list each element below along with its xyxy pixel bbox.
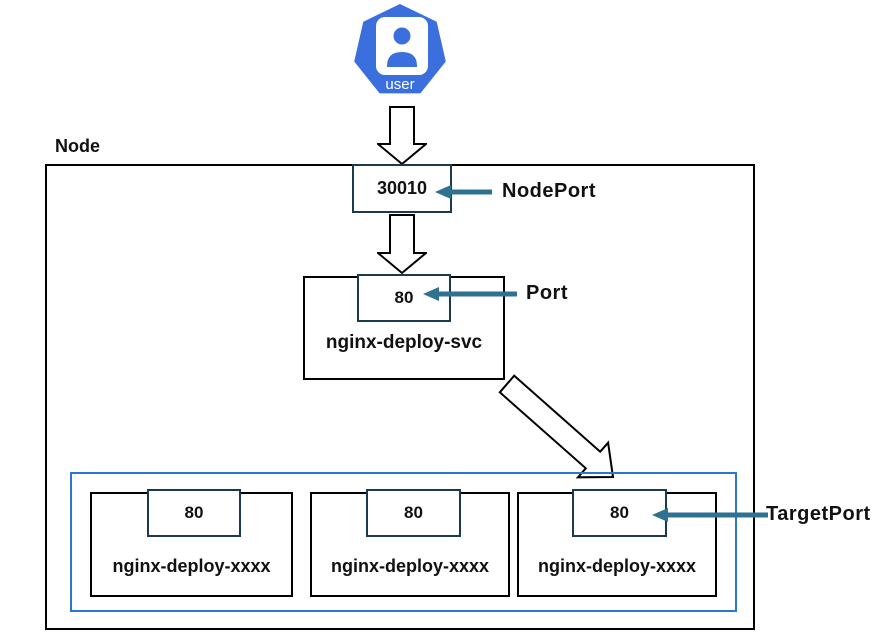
pods-group-box (70, 472, 737, 612)
user-icon-label: user (385, 75, 415, 93)
service-port-value: 80 (394, 288, 414, 307)
pod-port-value: 80 (610, 503, 629, 522)
targetport-callout-label: TargetPort (766, 503, 871, 525)
nodeport-value: 30010 (376, 178, 428, 198)
pod-box-2: nginx-deploy-xxxx (310, 492, 510, 597)
service-name: nginx-deploy-svc (325, 332, 483, 353)
pod-name: nginx-deploy-xxxx (330, 556, 490, 576)
node-label: Node (55, 136, 100, 156)
down-arrow-user-to-node-icon (377, 106, 427, 166)
diagonal-arrow-service-to-pods-icon (498, 374, 615, 479)
port-callout-label: Port (526, 282, 568, 304)
pod-name: nginx-deploy-xxxx (112, 556, 271, 576)
pod-port-box-3: 80 (572, 489, 667, 537)
pod-port-box-1: 80 (147, 489, 241, 537)
pod-name: nginx-deploy-xxxx (537, 556, 697, 576)
targetport-callout-arrow-icon (652, 508, 768, 522)
nodeport-callout-arrow-icon (435, 185, 492, 199)
user-icon: user (350, 3, 450, 99)
down-arrow-nodeport-to-service-icon (377, 214, 427, 275)
nodeport-callout-label: NodePort (502, 180, 596, 202)
service-port-box: 80 (357, 274, 451, 322)
pod-port-box-2: 80 (366, 489, 461, 537)
pod-port-value: 80 (404, 503, 423, 522)
port-callout-arrow-icon (423, 287, 517, 301)
pod-port-value: 80 (184, 503, 204, 522)
